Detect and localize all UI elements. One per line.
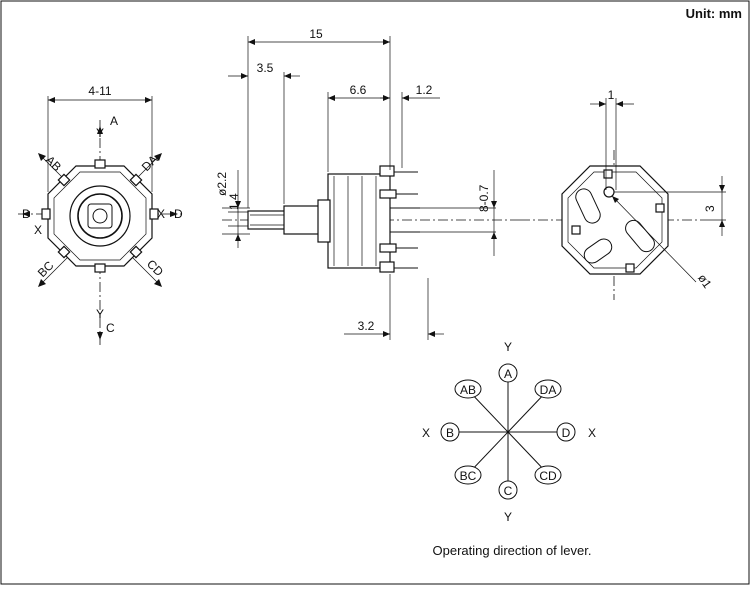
front-label-cd: CD — [144, 257, 166, 279]
dim-1: 1 — [608, 88, 615, 102]
side-bushing — [283, 205, 323, 235]
back-housing-inner — [567, 171, 663, 269]
front-shaft-square — [87, 203, 113, 229]
dim-6-6: 6.6 — [350, 83, 367, 97]
dim-phi-2-2: ø2.2 — [215, 172, 229, 196]
svg-text:A: A — [504, 367, 512, 381]
lever-dir-a — [498, 363, 518, 383]
dim-1-4: 1.4 — [227, 193, 241, 210]
side-view: 15 3.5 6.6 1.2 ø2.2 1.4 — [215, 27, 520, 340]
side-body — [327, 173, 391, 269]
lever-caption: Operating direction of lever. — [433, 543, 592, 558]
svg-text:B: B — [446, 426, 454, 440]
unit-label: Unit: mm — [686, 6, 742, 21]
svg-text:D: D — [562, 426, 571, 440]
front-housing-inner — [53, 171, 147, 261]
front-terminal-tabs — [41, 159, 159, 273]
front-label-c: C — [106, 321, 115, 335]
dim-3-2: 3.2 — [358, 319, 375, 333]
svg-text:DA: DA — [540, 383, 557, 397]
svg-text:CD: CD — [539, 469, 557, 483]
front-label-bc: BC — [35, 258, 57, 280]
front-label-x-left: X — [34, 223, 42, 237]
front-label-x-right: X — [157, 207, 165, 221]
front-view: 4-11 Y A AB DA B X D X BC CD Y C — [18, 84, 183, 345]
lever-dir-bc — [454, 465, 482, 485]
side-terminals — [379, 165, 420, 273]
lever-label-x-left: X — [422, 426, 430, 440]
side-flange — [317, 199, 331, 243]
dim-15: 15 — [309, 27, 323, 41]
dim-8-0-7: 8-0.7 — [477, 184, 491, 212]
lever-dir-cd — [534, 465, 562, 485]
back-pin-hole — [603, 186, 615, 198]
dim-4-11: 4-11 — [88, 84, 111, 98]
dim-phi-1: ø1 — [695, 271, 715, 291]
front-bushing-inner — [77, 193, 123, 239]
lever-dir-b — [440, 422, 460, 442]
lever-label-y-top: Y — [504, 340, 512, 354]
front-label-ab: AB — [43, 153, 64, 174]
svg-text:AB: AB — [460, 383, 476, 397]
dim-3-5: 3.5 — [257, 61, 274, 75]
dim-3: 3 — [703, 205, 717, 212]
front-label-y-top: Y — [96, 126, 104, 140]
back-view: 1 3 ø1 — [520, 88, 726, 300]
svg-text:BC: BC — [460, 469, 477, 483]
lever-label-x-right: X — [588, 426, 596, 440]
lever-dir-ab — [454, 379, 482, 399]
lever-dir-d — [556, 422, 576, 442]
lever-dir-c — [498, 480, 518, 500]
phi1-leader — [611, 195, 697, 283]
back-housing-octagon — [561, 165, 669, 275]
svg-text:C: C — [504, 484, 513, 498]
lever-direction-diagram: A DA D CD C BC B AB Y Y X X Operating di… — [422, 340, 596, 558]
front-label-y-bottom: Y — [96, 307, 104, 321]
front-label-d: D — [174, 207, 183, 221]
front-bushing-outer — [69, 185, 131, 247]
front-label-b: B — [22, 207, 30, 221]
front-label-a: A — [110, 114, 118, 128]
lever-dir-da — [534, 379, 562, 399]
lever-label-y-bottom: Y — [504, 510, 512, 524]
front-shaft-center — [92, 208, 108, 224]
dim-1-2: 1.2 — [416, 83, 433, 97]
